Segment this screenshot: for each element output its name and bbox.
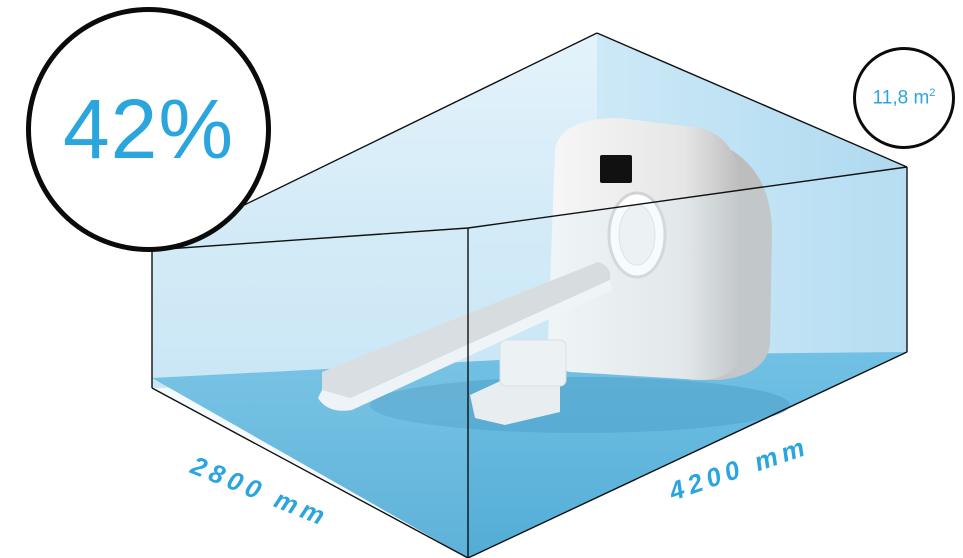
front-left-glass — [152, 228, 468, 558]
gantry-display — [600, 155, 632, 183]
front-right-glass — [468, 167, 907, 558]
scanner-shadow — [370, 377, 790, 433]
area-value: 11,8 m2 — [873, 87, 936, 109]
patient-table-rim — [318, 280, 612, 411]
area-number: 11,8 m — [872, 87, 930, 109]
ct-scanner — [318, 118, 790, 433]
back-left-wall — [152, 33, 597, 388]
gantry-console — [499, 339, 567, 387]
area-unit-exponent: 2 — [929, 86, 936, 99]
percent-badge: 42% — [26, 7, 271, 252]
area-badge: 11,8 m2 — [853, 47, 955, 149]
percent-value: 42% — [62, 82, 235, 176]
patient-table-top — [322, 262, 611, 400]
